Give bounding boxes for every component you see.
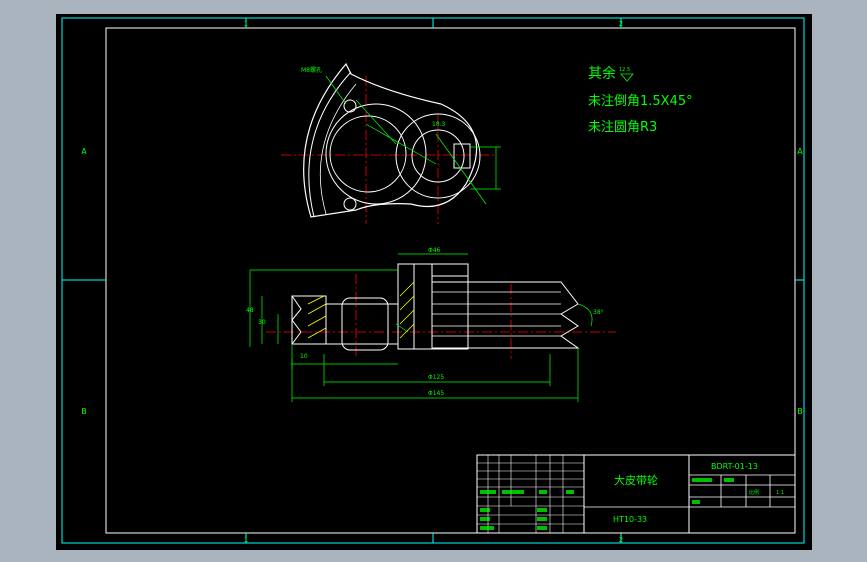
dim-h1: 48 xyxy=(246,307,254,314)
dim-outer: Φ145 xyxy=(428,390,444,397)
zone-col-2-top: 2 xyxy=(619,20,623,28)
zone-row-b-left: B xyxy=(81,407,87,416)
section-view: 48 30 10 Φ46 Φ125 Φ145 38° xyxy=(246,247,616,402)
dim-top: Φ46 xyxy=(428,247,441,254)
drawing-sheet: 1 2 1 2 A A B B xyxy=(61,17,805,544)
dim-h3: 10 xyxy=(300,353,308,360)
hole-label: M8螺孔 xyxy=(301,66,322,74)
zone-row-a-left: A xyxy=(81,147,87,156)
part-name: 大皮带轮 xyxy=(614,473,658,487)
dim-h2: 30 xyxy=(258,319,266,326)
scale-label: 比例 xyxy=(749,489,759,496)
key-dim: 18.3 xyxy=(432,121,446,128)
material: HT10-33 xyxy=(613,515,647,524)
req-line3: 未注圆角R3 xyxy=(588,120,657,135)
outer-border xyxy=(61,17,805,544)
zone-row-b-right: B xyxy=(797,407,803,416)
scale-value: 1:1 xyxy=(776,490,784,496)
req-line1-sym: 12.5 xyxy=(619,67,630,73)
roughness-icon xyxy=(620,73,634,82)
zone-row-a-right: A xyxy=(797,147,803,156)
tech-requirements: 其余 12.5 未注倒角1.5X45° 未注圆角R3 xyxy=(588,65,693,135)
zone-col-1-top: 1 xyxy=(244,20,248,28)
req-line2: 未注倒角1.5X45° xyxy=(588,94,693,109)
dim-angle: 38° xyxy=(593,309,604,316)
top-view: M8螺孔 18.3 xyxy=(281,62,501,224)
req-line1: 其余 xyxy=(588,65,616,82)
title-block: 大皮带轮 HT10-33 BDRT-01-13 比例 1:1 xyxy=(476,454,796,534)
cad-viewport[interactable]: 1 2 1 2 A A B B xyxy=(56,14,812,550)
zone-col-1-bottom: 1 xyxy=(244,536,248,544)
zone-col-2-bottom: 2 xyxy=(619,536,623,544)
drawing-number: BDRT-01-13 xyxy=(711,462,758,471)
dim-bore: Φ125 xyxy=(428,374,444,381)
zone-ticks xyxy=(62,18,804,543)
